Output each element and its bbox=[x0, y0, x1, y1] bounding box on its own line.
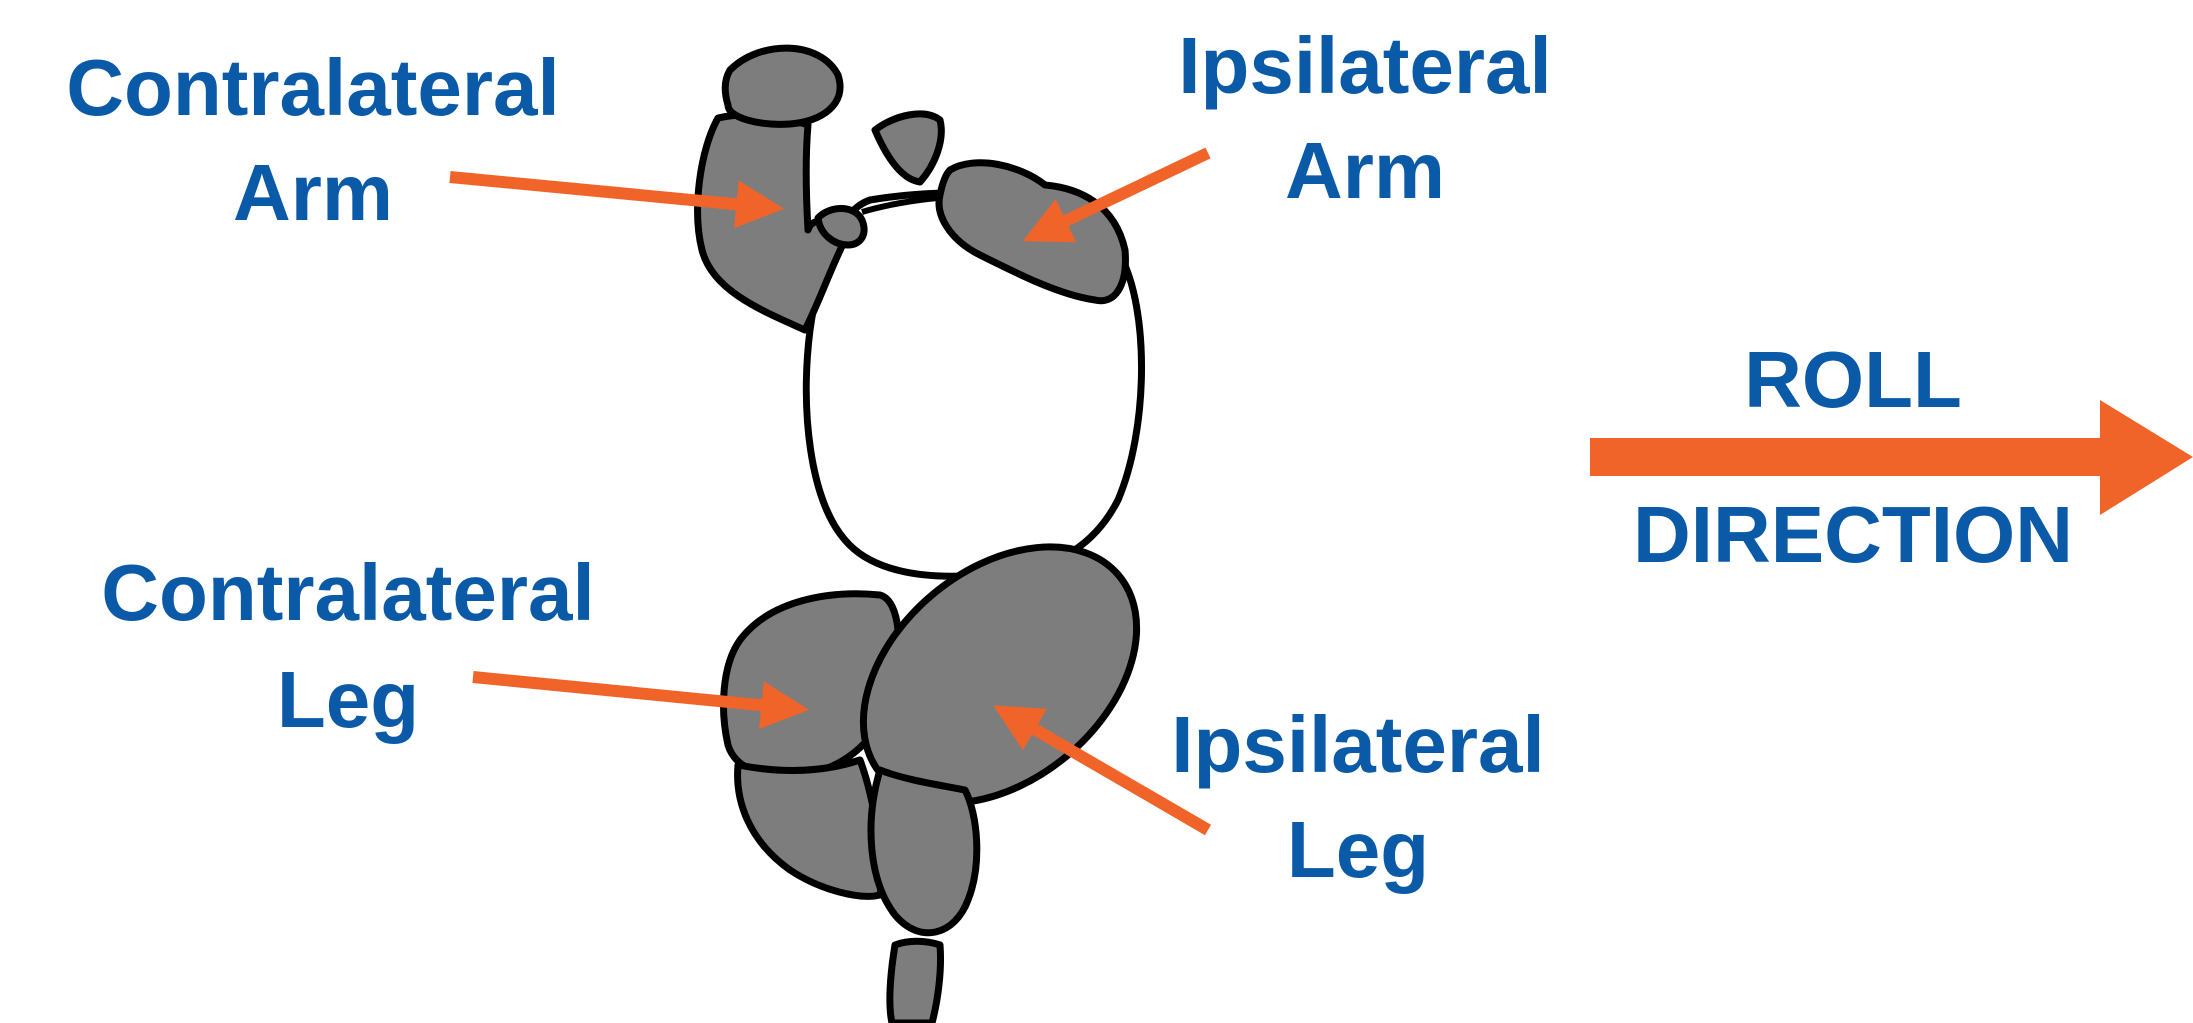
contralateral-arm-label: Contralateral Arm bbox=[66, 43, 559, 237]
contralateral-leg-label: Contralateral Leg bbox=[101, 548, 594, 744]
foot bbox=[890, 941, 941, 1023]
ipsilateral-leg-label-line1: Ipsilateral bbox=[1171, 700, 1545, 789]
roll-direction-label-line1: ROLL bbox=[1744, 335, 1962, 424]
roll-direction-arrow-shaft bbox=[1590, 438, 2105, 476]
roll-direction-arrow-head bbox=[2100, 400, 2193, 515]
roll-direction-label-line2: DIRECTION bbox=[1633, 490, 2073, 579]
contralateral-hand bbox=[725, 48, 840, 124]
contralateral-arm-label-line1: Contralateral bbox=[66, 43, 559, 132]
ipsilateral-arm-label-line2: Arm bbox=[1285, 126, 1445, 215]
ipsilateral-fist bbox=[875, 114, 941, 182]
ipsilateral-arm-label-line1: Ipsilateral bbox=[1178, 21, 1552, 110]
contralateral-shin bbox=[738, 760, 882, 896]
contralateral-arm-label-line2: Arm bbox=[233, 148, 393, 237]
ipsilateral-leg-label: Ipsilateral Leg bbox=[1171, 700, 1545, 894]
ipsilateral-leg-label-line2: Leg bbox=[1287, 805, 1429, 894]
contralateral-leg-label-line1: Contralateral bbox=[101, 548, 594, 637]
ipsilateral-shin bbox=[871, 770, 977, 933]
contralateral-leg-label-line2: Leg bbox=[277, 655, 419, 744]
ipsilateral-arm-label: Ipsilateral Arm bbox=[1178, 21, 1552, 215]
